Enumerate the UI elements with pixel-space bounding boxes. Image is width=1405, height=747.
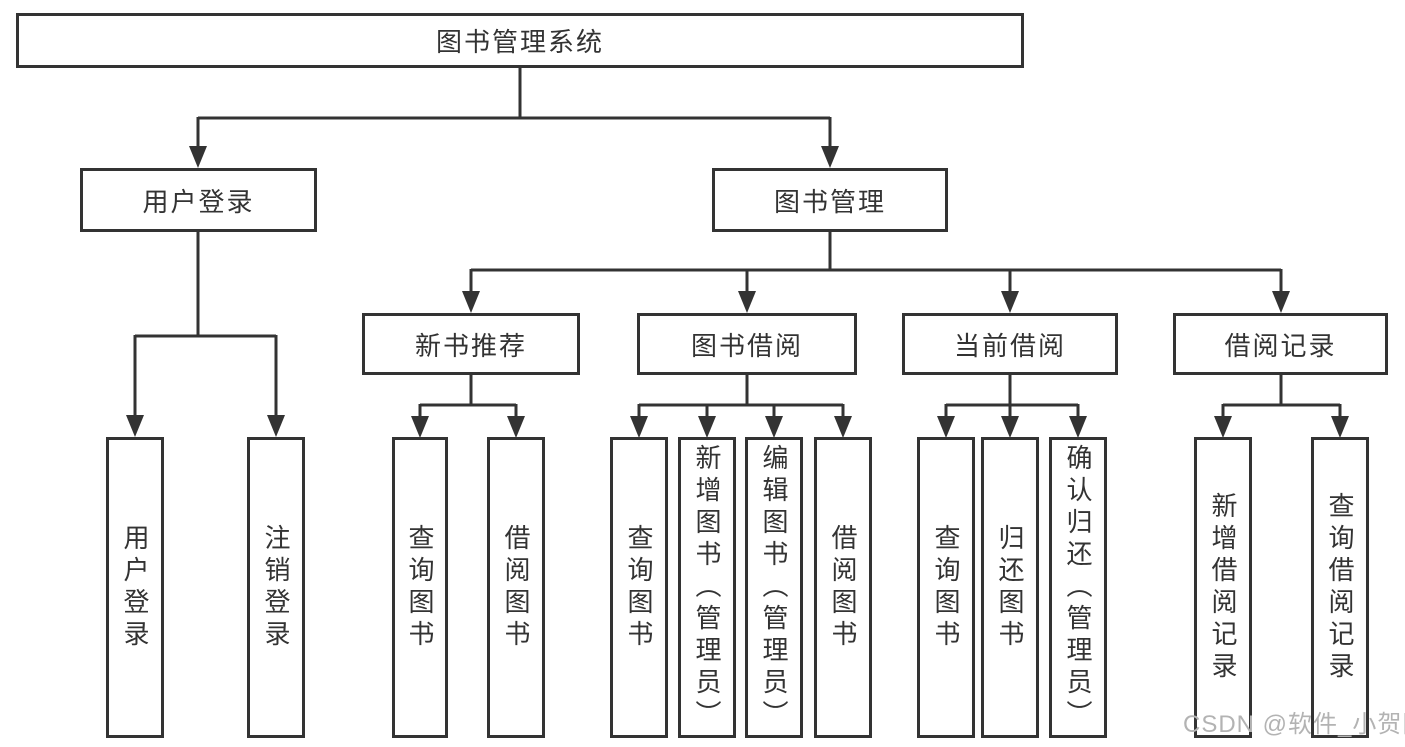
leaf-label: 用户登录 [120,523,150,652]
leaf-query-borrow-record: 查询借阅记录 [1311,437,1369,738]
node-label: 图书借阅 [690,330,803,361]
leaf-user-login: 用户登录 [106,437,164,738]
node-book-management: 图书管理 [712,168,948,232]
node-label: 当前借阅 [953,330,1066,361]
leaf-borrow-books-newbook: 借阅图书 [487,437,545,738]
leaf-query-books-borrow: 查询图书 [610,437,668,738]
leaf-label: 新增借阅记录 [1208,491,1238,684]
leaf-return-books: 归还图书 [981,437,1039,738]
csdn-watermark: CSDN @软件_小贺同学 [1183,711,1405,738]
leaf-label: 查询图书 [931,523,961,652]
node-library-management-system: 图书管理系统 [16,13,1024,68]
leaf-label: 查询图书 [624,523,654,652]
leaf-confirm-return-admin: 确认归还（管理员） [1049,437,1107,738]
leaf-label: 注销登录 [261,523,291,652]
leaf-label: 归还图书 [995,523,1025,652]
node-user-login: 用户登录 [80,168,317,232]
node-new-book-recommendation: 新书推荐 [362,313,580,375]
leaf-borrow-books-borrow: 借阅图书 [814,437,872,738]
leaf-label: 查询借阅记录 [1325,491,1355,684]
node-label: 用户登录 [142,186,255,217]
leaf-label: 借阅图书 [828,523,858,652]
node-label: 图书管理 [773,186,886,217]
leaf-add-book-admin: 新增图书（管理员） [678,437,736,738]
leaf-label: 新增图书（管理员） [692,443,722,732]
node-label: 借阅记录 [1224,330,1337,361]
leaf-label: 借阅图书 [501,523,531,652]
leaf-logout: 注销登录 [247,437,305,738]
leaf-label: 查询图书 [405,523,435,652]
leaf-edit-book-admin: 编辑图书（管理员） [745,437,803,738]
leaf-add-borrow-record: 新增借阅记录 [1194,437,1252,738]
node-label: 图书管理系统 [435,27,604,57]
leaf-label: 编辑图书（管理员） [759,443,789,732]
node-borrowing-records: 借阅记录 [1173,313,1388,375]
node-book-borrowing: 图书借阅 [637,313,857,375]
leaf-query-books-newbook: 查询图书 [392,437,448,738]
node-label: 新书推荐 [414,330,527,361]
leaf-label: 确认归还（管理员） [1063,443,1093,732]
node-current-borrowing: 当前借阅 [902,313,1118,375]
leaf-query-books-current: 查询图书 [917,437,975,738]
